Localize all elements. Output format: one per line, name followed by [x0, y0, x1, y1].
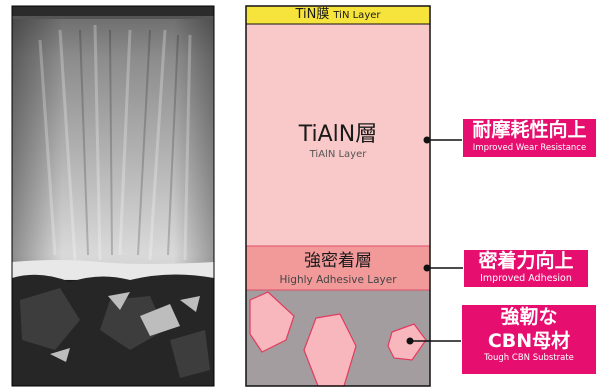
adhesive-layer-name-jp: 強密着層: [304, 251, 372, 271]
leader-cbn-dot: [406, 337, 414, 345]
callout-cbn-substrate: 強靭な CBN母材 Tough CBN Substrate: [462, 305, 596, 374]
tin-layer: [246, 6, 430, 24]
callout-adhesion-jp: 密着力向上: [478, 250, 574, 272]
callout-wear-jp: 耐摩耗性向上: [472, 119, 587, 141]
cbn-grain: [249, 291, 295, 353]
adhesive-layer: [246, 246, 430, 290]
callout-adhesion: 密着力向上 Improved Adhesion: [464, 250, 588, 287]
callout-adhesion-en: Improved Adhesion: [480, 273, 572, 284]
tialn-layer: [246, 24, 430, 246]
callout-wear-resistance: 耐摩耗性向上 Improved Wear Resistance: [463, 119, 596, 157]
tialn-layer-name-en: TiAlN Layer: [309, 149, 367, 160]
callout-cbn-jp-line2: CBN母材: [487, 330, 571, 352]
tialn-layer-name-jp: TiAlN層: [298, 122, 378, 147]
callout-cbn-jp-line1: 強靭な: [500, 306, 558, 328]
leader-adhesion-dot: [423, 264, 431, 272]
callout-wear-en: Improved Wear Resistance: [472, 143, 587, 153]
tin-layer-name-en: TiN Layer: [333, 10, 381, 21]
callout-cbn-en: Tough CBN Substrate: [484, 353, 574, 363]
tin-layer-name-jp: TiN膜: [295, 7, 330, 22]
adhesive-layer-name-en: Highly Adhesive Layer: [279, 274, 397, 286]
leader-wear-dot: [423, 136, 431, 144]
sem-cross-section-image: [11, 5, 215, 387]
